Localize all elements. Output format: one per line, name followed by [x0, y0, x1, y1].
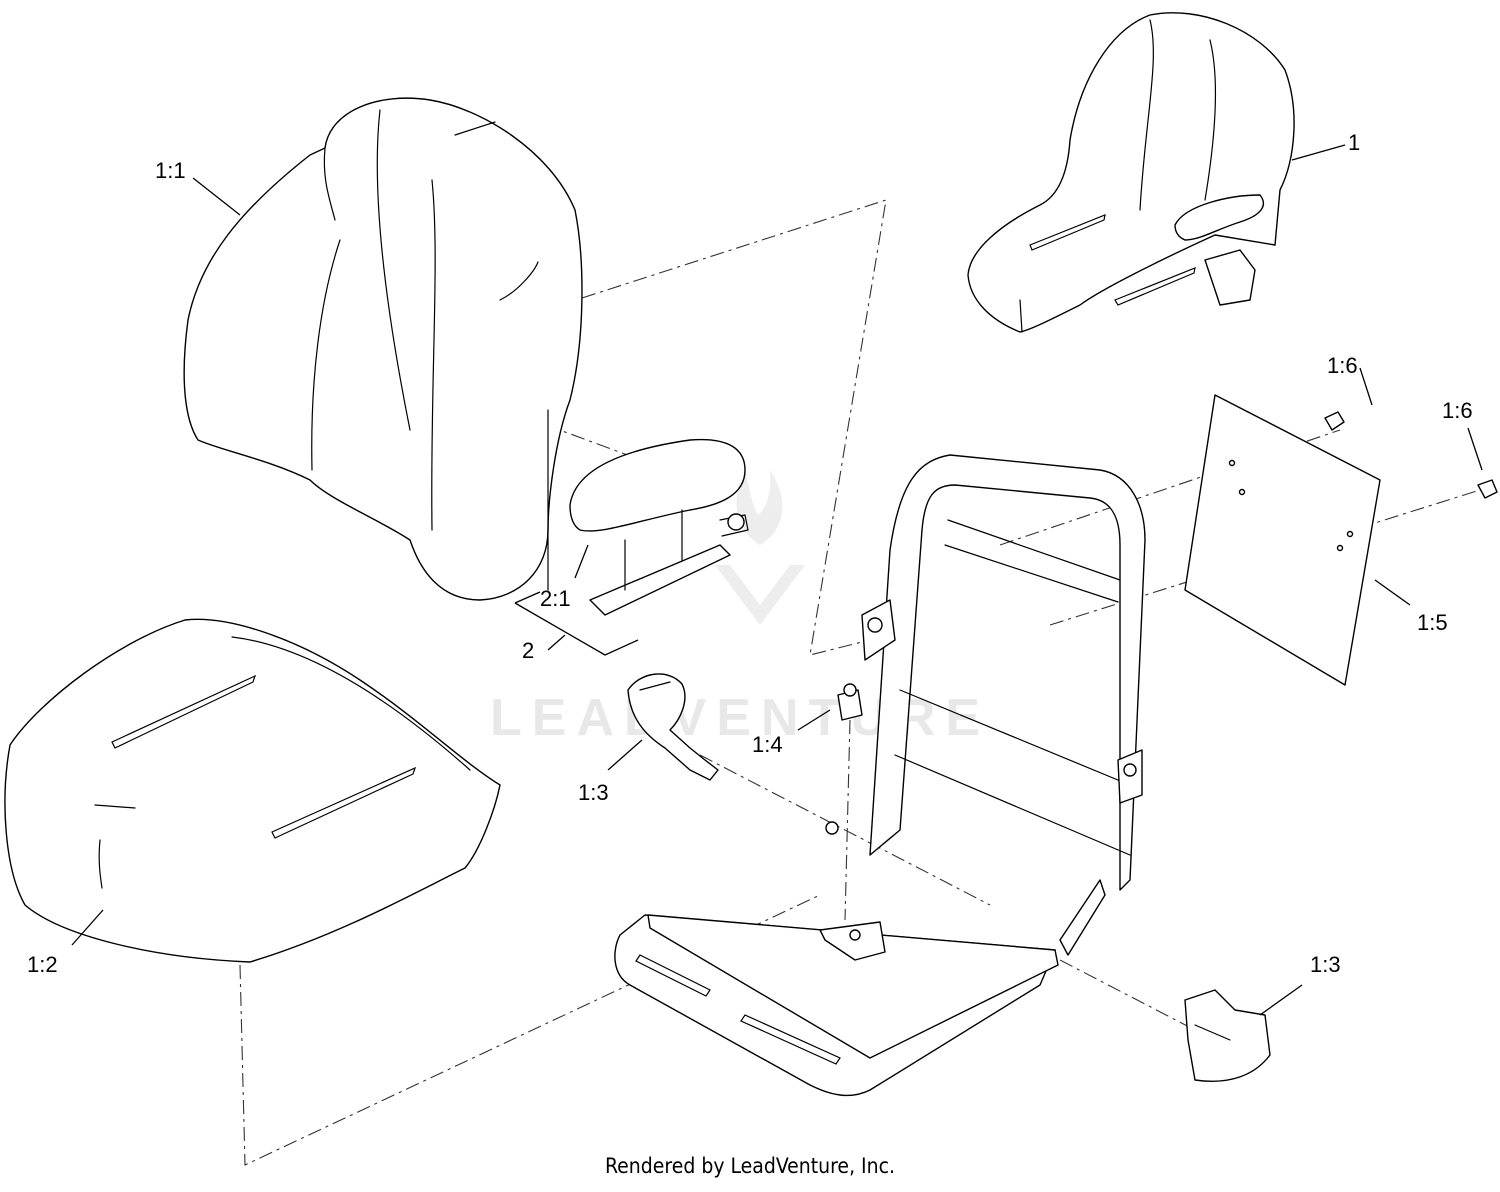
armrest — [569, 438, 749, 616]
seat-switch — [837, 683, 863, 721]
callout-1-5: 1:5 — [1417, 610, 1448, 635]
belt-buckle-left — [627, 673, 719, 781]
callout-1-1: 1:1 — [155, 158, 186, 183]
callout-2: 2 — [522, 638, 534, 663]
bolt-lower — [1477, 479, 1498, 499]
callout-1-4: 1:4 — [752, 732, 783, 757]
back-plate — [1184, 394, 1381, 686]
callout-labels: 1 1:1 1:2 1:3 1:3 1:4 1:5 1:6 1:6 2 2:1 — [27, 130, 1473, 977]
watermark-text: LEADVENTURE — [490, 689, 990, 747]
bolt-upper — [1324, 411, 1345, 431]
callout-1-3-right: 1:3 — [1310, 952, 1341, 977]
seat-assembly — [967, 12, 1295, 333]
seat-back-cushion — [183, 97, 583, 601]
belt-buckle-right — [1184, 989, 1271, 1082]
leader-lines — [71, 144, 1483, 1016]
callout-1: 1 — [1348, 130, 1360, 155]
seat-frame — [614, 454, 1146, 1097]
render-credit: Rendered by LeadVenture, Inc. — [605, 1154, 895, 1178]
seat-bottom-cushion — [4, 618, 501, 963]
armrest-bracket-line — [514, 591, 639, 656]
callout-1-6-lower: 1:6 — [1442, 398, 1473, 423]
callout-1-3-left: 1:3 — [578, 780, 609, 805]
callout-2-1: 2:1 — [540, 586, 571, 611]
callout-1-6-upper: 1:6 — [1327, 353, 1358, 378]
callout-1-2: 1:2 — [27, 952, 58, 977]
